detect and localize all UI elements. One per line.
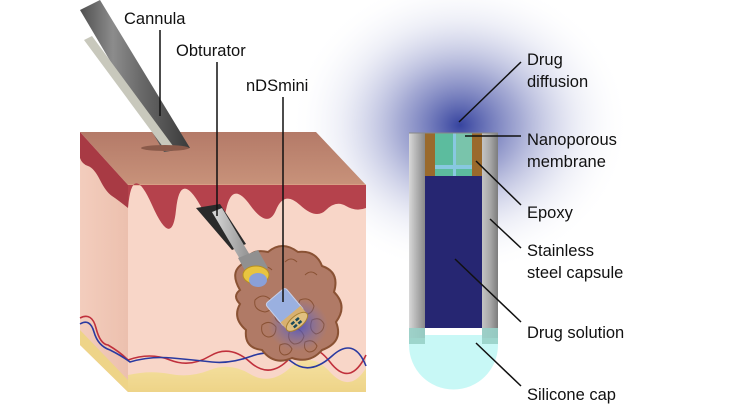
label-obturator: Obturator <box>176 42 246 60</box>
cannula <box>80 0 190 152</box>
epoxy-left <box>425 133 435 176</box>
membrane-crossbar-h <box>435 165 472 169</box>
label-epoxy: Epoxy <box>527 204 573 222</box>
label-capsule-line1: Stainless <box>527 242 594 260</box>
label-drug-solution: Drug solution <box>527 324 625 342</box>
label-capsule-line2: steel capsule <box>527 264 624 282</box>
silicone-cap <box>409 335 498 390</box>
obturator-shaft <box>212 208 254 266</box>
ndsmini-device <box>265 288 309 332</box>
silicone-in-wall-left <box>409 328 425 344</box>
membrane-highlight <box>455 133 472 165</box>
silicone-in-wall-right <box>482 328 498 344</box>
capsule-cross-section <box>409 132 498 390</box>
epoxy-right <box>472 133 482 176</box>
epidermis-surface <box>80 132 366 185</box>
label-stainless-steel-capsule: Stainless steel capsule <box>527 240 623 284</box>
cannula-highlight <box>84 36 176 151</box>
epoxy-leader-line <box>475 160 522 206</box>
dermis-band-front <box>128 183 366 229</box>
ndsmini-membrane-pores <box>290 316 303 329</box>
capsule-leader-line <box>489 218 522 249</box>
skin-tissue-block <box>79 132 367 392</box>
label-cannula: Cannula <box>124 10 186 28</box>
label-drug-diffusion: Drug diffusion <box>527 49 588 93</box>
obturator <box>196 204 270 287</box>
side-fat-layer <box>80 330 128 392</box>
steel-wall-right <box>482 133 498 338</box>
label-membrane-line1: Nanoporous <box>527 131 617 149</box>
drug-solution-reservoir <box>425 176 482 328</box>
label-drug-diffusion-line1: Drug <box>527 51 563 69</box>
ndsmini-face <box>285 311 309 332</box>
drug-diffusion-leader-line <box>458 61 522 123</box>
label-silicone-cap: Silicone cap <box>527 386 616 404</box>
label-nanoporous-membrane: Nanoporous membrane <box>527 129 617 173</box>
drug-solution-leader-line <box>454 258 522 323</box>
label-ndsmini: nDSmini <box>246 77 309 95</box>
dermis-band-side <box>80 132 128 208</box>
cannula-shaft <box>80 0 190 152</box>
label-membrane-line2: membrane <box>527 153 606 171</box>
blood-vessel-blue <box>79 321 367 369</box>
silicone-cap-leader-line <box>475 342 522 387</box>
cannula-entry-hole <box>141 145 189 151</box>
steel-wall-left <box>409 133 425 338</box>
membrane-crossbar-v <box>453 133 456 176</box>
label-drug-diffusion-line2: diffusion <box>527 73 589 91</box>
obturator-tip-inner <box>249 273 267 287</box>
